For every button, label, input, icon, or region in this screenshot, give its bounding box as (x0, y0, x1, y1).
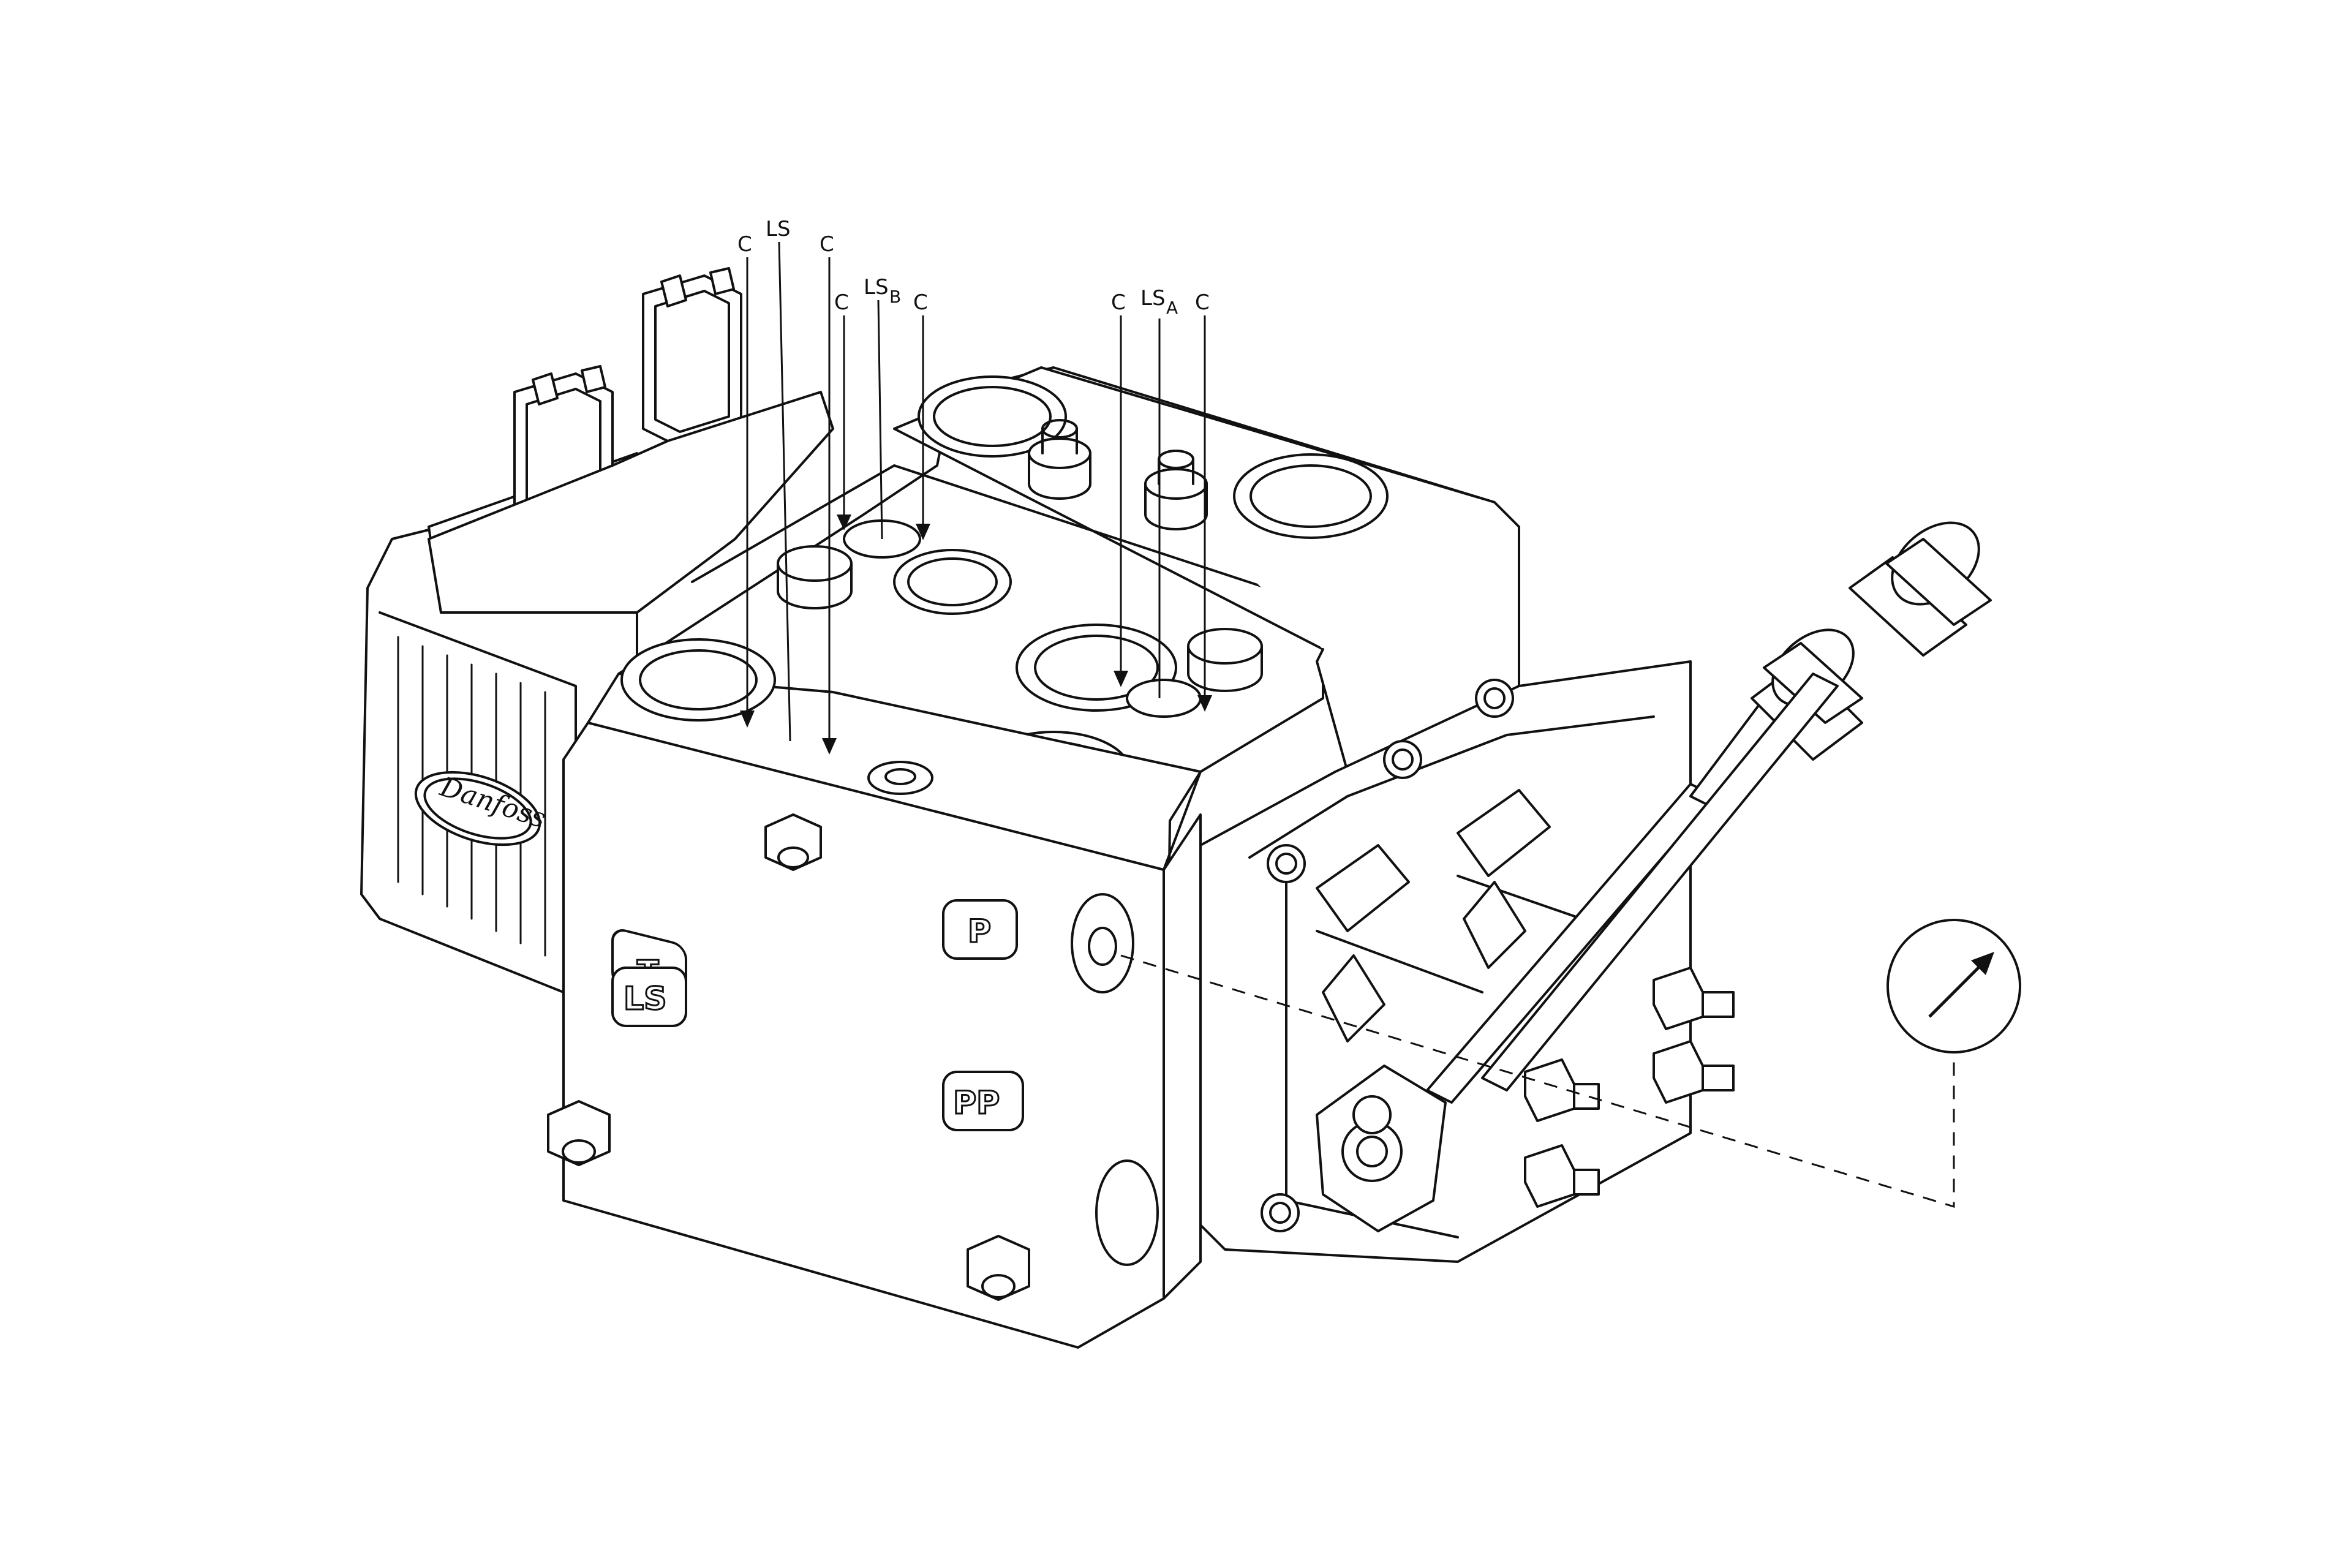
connector-right (642, 267, 742, 448)
side-port-2 (1095, 1159, 1159, 1266)
plug-top-2 (1187, 628, 1263, 692)
nut-upper (764, 813, 822, 871)
gauge-connection-line (1120, 954, 1955, 1208)
port-label-ls: LS (611, 967, 687, 1027)
nut-lower-left (547, 1100, 611, 1166)
connector-base (428, 391, 834, 614)
svg-text:P: P (968, 913, 991, 950)
plug-top-1 (777, 545, 853, 609)
side-fittings (1524, 967, 1735, 1208)
callout-leaders (740, 241, 1212, 755)
callout-c-right-2: C (1195, 290, 1210, 315)
svg-text:LS: LS (624, 981, 667, 1017)
nut-lower-right (967, 1235, 1030, 1301)
lever-2[interactable] (1481, 506, 1995, 1091)
port-label-p: P (942, 899, 1018, 960)
inlet-port-front (620, 638, 776, 722)
side-port-1 (1071, 893, 1134, 993)
svg-text:PP: PP (953, 1085, 1000, 1121)
fitting-top-2 (1144, 450, 1208, 530)
callout-c-right-1: C (1111, 290, 1126, 315)
callout-ls-a-sub: A (1166, 298, 1178, 318)
inlet-block (562, 673, 1202, 1349)
callout-c-left-1: C (737, 232, 752, 257)
fitting-top-1 (1028, 419, 1091, 500)
pressure-gauge-icon (1887, 919, 2021, 1054)
callout-c-left-3: C (834, 290, 849, 315)
callout-labels: C LS C C LS B C C LS A C (737, 217, 1210, 318)
callout-ls-b: LS (864, 275, 889, 300)
callout-c-left-4: C (913, 290, 928, 315)
callout-ls-b-sub: B (889, 287, 901, 307)
lever-section (1199, 660, 1692, 1263)
callout-ls-a: LS (1140, 286, 1166, 311)
hex-plug-front (867, 761, 933, 795)
callout-c-left-2: C (820, 232, 834, 257)
lever-pivot (1316, 1065, 1447, 1232)
callout-ls: LS (766, 217, 791, 241)
port-label-pp: PP (942, 1071, 1024, 1131)
